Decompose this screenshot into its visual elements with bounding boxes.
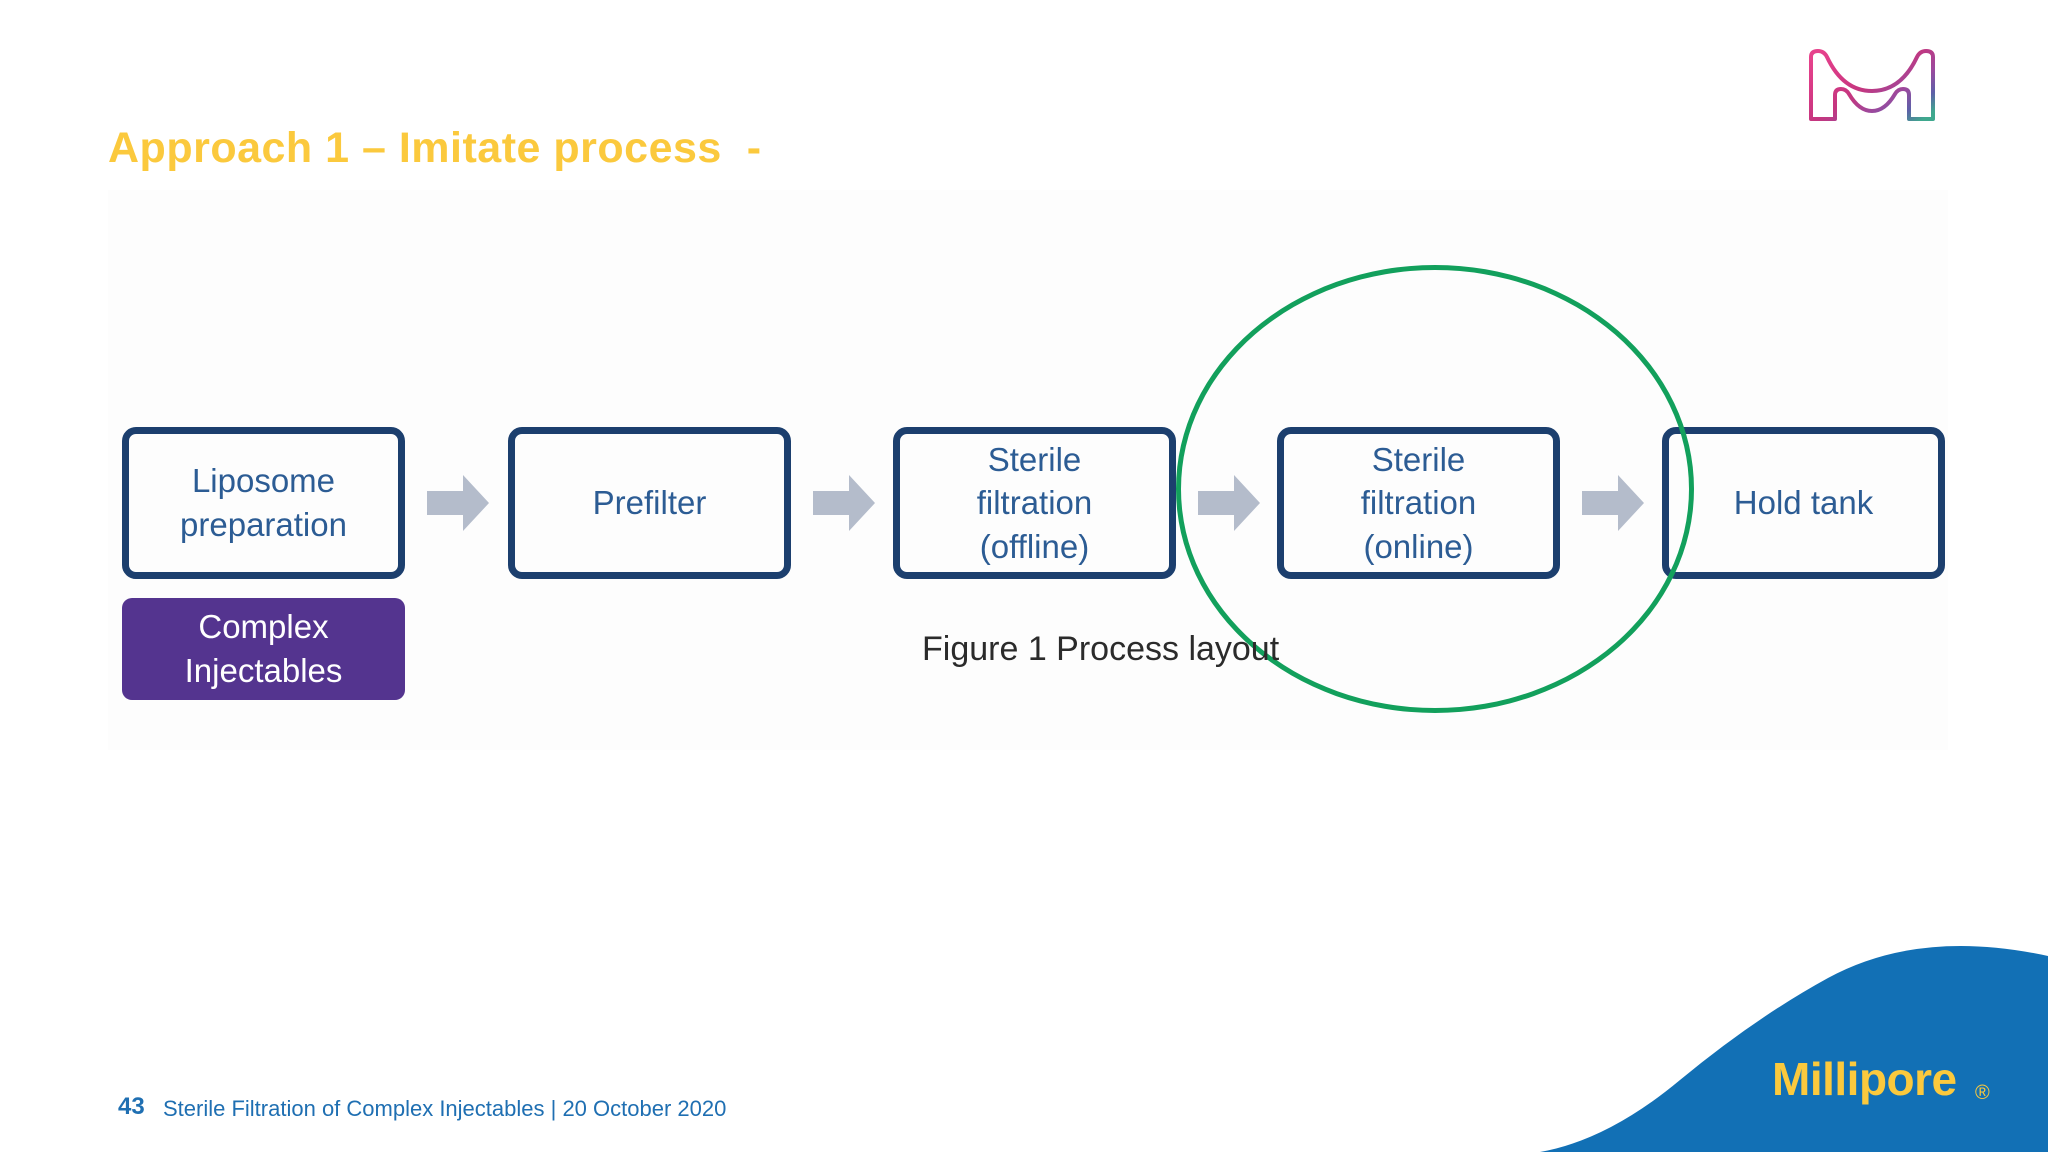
process-box-sterile-filtration-offline[interactable]: Sterile filtration (offline) [893, 427, 1176, 579]
page-title: Approach 1 – Imitate process - [108, 124, 762, 172]
process-box-prefilter[interactable]: Prefilter [508, 427, 791, 579]
highlight-ellipse-annotation [1176, 265, 1694, 713]
process-box-label: Liposome preparation [180, 462, 347, 543]
millipore-wordmark: Millipore [1772, 1053, 1957, 1105]
badge-label: Complex Injectables [184, 608, 343, 689]
process-box-liposome-preparation[interactable]: Liposome preparation [122, 427, 405, 579]
merck-m-logo [1805, 45, 1940, 125]
process-box-label: Hold tank [1733, 484, 1874, 522]
footer-text: Sterile Filtration of Complex Injectable… [163, 1096, 727, 1121]
flow-arrow-1 [425, 472, 491, 534]
flow-arrow-2 [811, 472, 877, 534]
process-box-label: Sterile filtration (offline) [976, 440, 1093, 565]
millipore-registered-mark: ® [1975, 1082, 1990, 1104]
footer-page-number: 43 [118, 1093, 145, 1120]
millipore-swoosh-shape [1540, 930, 2048, 1152]
process-box-label: Prefilter [592, 484, 707, 522]
process-box-hold-tank[interactable]: Hold tank [1662, 427, 1945, 579]
complex-injectables-badge[interactable]: Complex Injectables [122, 598, 405, 700]
figure-caption: Figure 1 Process layout [922, 630, 1280, 668]
